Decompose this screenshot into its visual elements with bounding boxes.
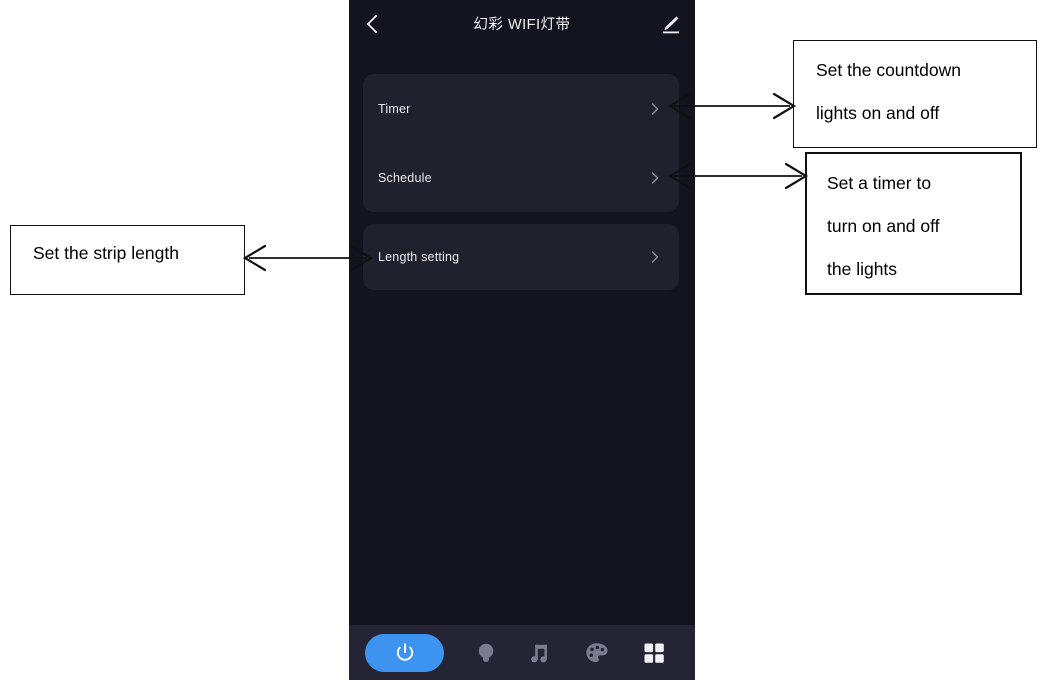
edit-pencil-glyph <box>663 16 679 34</box>
menu-row-label: Timer <box>378 101 411 116</box>
back-chevron-icon[interactable] <box>359 10 387 38</box>
chevron-right-icon <box>647 170 663 186</box>
menu-row-label: Schedule <box>378 170 432 185</box>
menu-row-label: Length setting <box>378 250 460 264</box>
callout-length: Set the strip length <box>10 225 245 295</box>
callout-line: Set the strip length <box>33 243 179 263</box>
arrow-timer <box>667 162 809 190</box>
bulb-glyph <box>478 643 494 662</box>
page-title: 幻彩 WIFI灯带 <box>473 17 571 33</box>
callout-line: turn on and off <box>827 216 940 236</box>
back-chevron-glyph <box>367 15 377 33</box>
chevron-right-icon <box>647 101 663 117</box>
palette-icon[interactable] <box>583 639 611 667</box>
callout-line: lights on and off <box>816 103 940 123</box>
callout-line: Set the countdown <box>816 60 961 80</box>
settings-card-length: Length setting <box>363 224 679 290</box>
grid-apps-icon[interactable] <box>640 639 668 667</box>
bottom-nav-bar <box>349 625 695 680</box>
power-icon <box>396 643 413 661</box>
chevron-right-glyph <box>651 102 659 115</box>
callout-line: the lights <box>827 259 898 279</box>
app-header: 幻彩 WIFI灯带 <box>349 0 695 48</box>
grid-apps-glyph <box>644 643 664 663</box>
music-note-icon[interactable] <box>527 639 555 667</box>
power-button[interactable] <box>365 634 444 672</box>
chevron-right-icon <box>647 249 663 265</box>
callout-timer: Set a timer to turn on and off the light… <box>805 152 1022 295</box>
phone-screen: 幻彩 WIFI灯带 Timer Schedule <box>349 0 695 680</box>
menu-row-schedule[interactable]: Schedule <box>363 143 679 212</box>
music-note-glyph <box>531 644 547 663</box>
edit-pencil-icon[interactable] <box>657 11 683 37</box>
menu-row-length-setting[interactable]: Length setting <box>363 224 679 290</box>
arrow-countdown <box>667 92 797 120</box>
chevron-right-glyph <box>651 171 659 184</box>
callout-countdown: Set the countdown lights on and off <box>793 40 1037 148</box>
arrow-length <box>242 244 374 272</box>
chevron-right-glyph <box>651 251 659 263</box>
callout-line: Set a timer to <box>827 173 932 193</box>
bulb-icon[interactable] <box>472 639 500 667</box>
settings-card-timer: Timer Schedule <box>363 74 679 212</box>
palette-glyph <box>586 643 608 662</box>
menu-row-timer[interactable]: Timer <box>363 74 679 143</box>
